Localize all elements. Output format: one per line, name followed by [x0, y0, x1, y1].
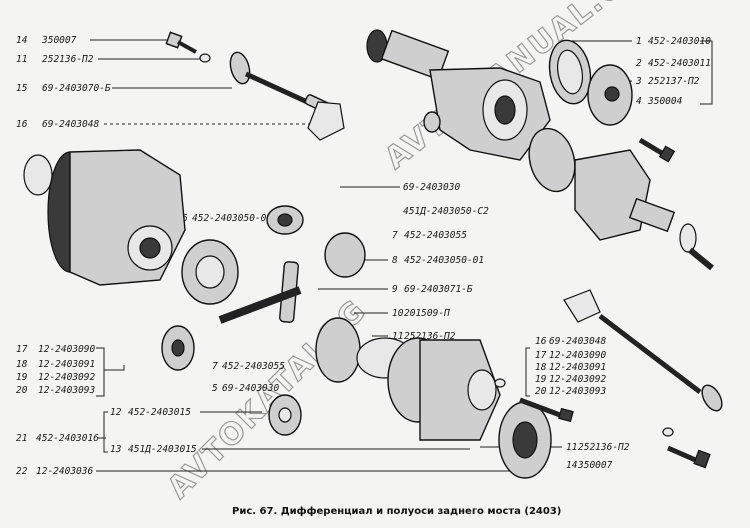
callout-num: 18: [535, 362, 547, 373]
axle-shaft-bottom: [563, 289, 723, 412]
callout-num: 11: [566, 442, 577, 453]
pinion-gear-bottom: [268, 394, 302, 436]
bolt-bottom-right: [666, 445, 711, 469]
callout-num: 19: [16, 372, 28, 383]
callout-code: 12-2403093: [38, 385, 95, 396]
callout-num: 5: [212, 383, 218, 394]
callout-num: 11: [16, 54, 27, 65]
callout-num: 4: [636, 96, 642, 107]
callout-code: 350007: [41, 35, 77, 46]
callout-num: 13: [110, 444, 122, 455]
callout-code: 69-2403030: [222, 383, 279, 394]
callout-code: 69-2403048: [42, 119, 99, 130]
mid-callouts: 12 452-2403015 13 451Д-2403015 6 452-240…: [103, 213, 470, 455]
callout-code: 12-2403091: [38, 359, 95, 370]
callout-num: 7: [212, 361, 218, 372]
callout-num: 20: [535, 386, 547, 397]
callout-num: 14: [16, 35, 28, 46]
callout-num: 22: [16, 466, 28, 477]
callout-num: 10: [392, 308, 404, 319]
callout-code: 252136-П2: [42, 54, 94, 65]
callout-code: 451Д-2403015: [128, 444, 197, 455]
callout-code: 201509-П: [404, 308, 450, 319]
cross-shaft: [218, 261, 302, 324]
center-callouts: 69-2403030 451Д-2403050-С2 7 452-2403055…: [318, 182, 489, 342]
callout-code: 452-2403015: [128, 407, 191, 418]
callout-code: 350007: [577, 460, 613, 471]
callout-code: 452-2403011: [648, 58, 711, 69]
callout-num: 14: [566, 460, 578, 471]
callout-code: 452-2403050-01: [192, 213, 272, 224]
callout-code: 12-2403092: [38, 372, 95, 383]
callout-code: 452-2403050-01: [404, 255, 484, 266]
callout-code: 12-2403090: [38, 344, 95, 355]
callout-code: 452-2403010: [648, 36, 711, 47]
callout-num: 9: [392, 284, 398, 295]
callout-code: 252136-П2: [404, 331, 456, 342]
axle-shaft-top: [229, 51, 345, 141]
carrier-housing-top: [366, 29, 551, 161]
differential-case-right: [528, 127, 714, 271]
callout-code: 452-2403016: [36, 433, 99, 444]
callout-code: 69-2403030: [403, 182, 460, 193]
washer-bottom: [494, 378, 506, 388]
callout-num: 2: [636, 58, 642, 69]
callout-num: 17: [535, 350, 547, 361]
callout-code: 12-2403093: [549, 386, 606, 397]
callout-num: 18: [16, 359, 28, 370]
callout-num: 16: [16, 119, 28, 130]
callout-code: 69-2403071-Б: [404, 284, 473, 295]
callout-num: 19: [535, 374, 547, 385]
callout-code: 451Д-2403050-С2: [403, 206, 489, 217]
bolt-bottom: [519, 397, 574, 423]
callout-num: 20: [16, 385, 28, 396]
callout-num: 7: [392, 230, 398, 241]
callout-num: 12: [110, 407, 122, 418]
figure-caption: Рис. 67. Дифференциал и полуоси заднего …: [232, 505, 561, 517]
callout-code: 12-2403090: [549, 350, 606, 361]
side-gear-cluster: [181, 232, 366, 305]
callout-code: 252136-П2: [578, 442, 630, 453]
side-gear-6: [266, 205, 304, 235]
gasket-ring: [23, 154, 53, 196]
pinion-gear-left: [161, 325, 195, 371]
callout-code: 452-2403055: [404, 230, 467, 241]
flange-bottom: [498, 401, 552, 479]
differential-case-bottom: [387, 337, 501, 441]
callout-num: 16: [535, 336, 547, 347]
differential-housing-left: [23, 149, 186, 286]
callout-code: 12-2403036: [36, 466, 93, 477]
right-bottom-callouts: 16 69-2403048 17 12-2403090 18 12-240309…: [480, 336, 630, 471]
callout-num: 1: [636, 36, 642, 47]
callout-code: 69-2403048: [549, 336, 606, 347]
washer-top-left: [199, 53, 211, 63]
ring-gear-top-right: [548, 39, 633, 126]
left-callouts: 14 350007 11 252136-П2 15 69-2403070-Б 1…: [16, 35, 510, 477]
bolt-top-left: [165, 31, 197, 54]
callout-num: 17: [16, 344, 28, 355]
callout-code: 350004: [647, 96, 683, 107]
callout-num: 11: [392, 331, 403, 342]
callout-num: 15: [16, 83, 28, 94]
callout-code: 252137-П2: [648, 76, 700, 87]
callout-code: 12-2403092: [549, 374, 606, 385]
callout-code: 452-2403055: [222, 361, 285, 372]
callout-num: 8: [392, 255, 398, 266]
callout-num: 6: [182, 213, 188, 224]
callout-code: 12-2403091: [549, 362, 606, 373]
callout-num: 21: [16, 433, 27, 444]
callout-num: 3: [635, 76, 642, 87]
callout-code: 69-2403070-Б: [42, 83, 111, 94]
bolt-right-small: [638, 137, 676, 163]
washer-bottom-right: [662, 427, 674, 437]
